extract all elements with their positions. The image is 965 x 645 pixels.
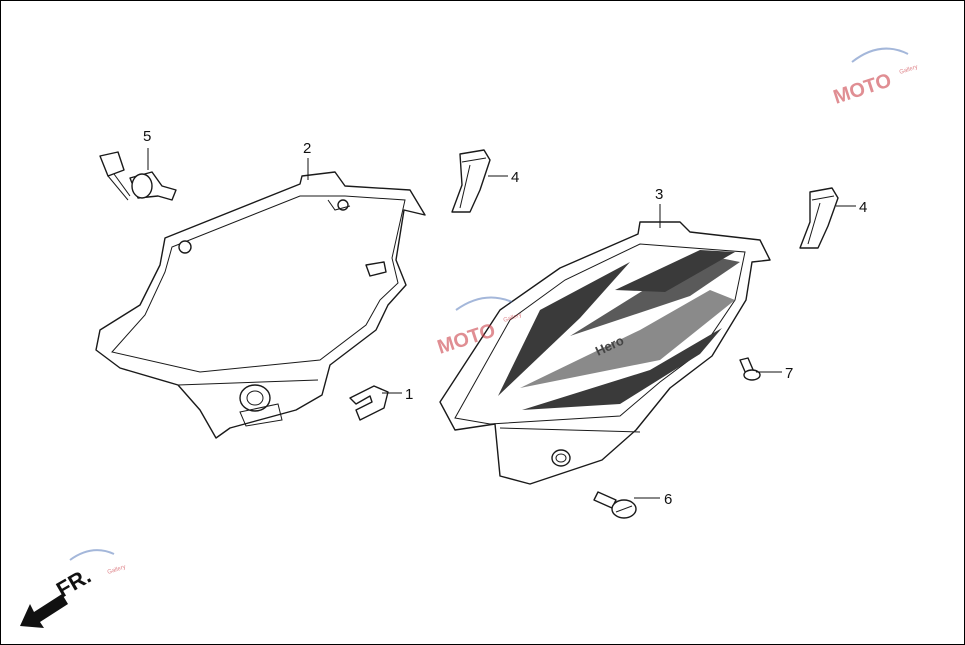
callout-3: 3 (655, 186, 663, 203)
grommet-left (451, 149, 491, 213)
svg-text:Gallery: Gallery (503, 312, 523, 324)
callout-6: 6 (664, 491, 672, 508)
svg-text:Gallery: Gallery (107, 564, 127, 576)
callout-1: 1 (405, 386, 413, 403)
arrow-down-left-icon (20, 594, 68, 628)
right-side-cover: Hero (439, 221, 771, 485)
watermark-bottom-left: Gallery (69, 549, 127, 576)
callout-4b: 4 (859, 199, 867, 216)
callout-4a: 4 (511, 169, 519, 186)
svg-text:MOTO: MOTO (831, 69, 895, 108)
grommet-right (799, 187, 839, 249)
left-side-cover (95, 171, 426, 439)
callout-5: 5 (143, 128, 151, 145)
bolt-7 (739, 357, 761, 381)
callout-7: 7 (785, 365, 793, 382)
screw-6 (593, 491, 637, 519)
clip (349, 385, 389, 421)
front-direction-indicator: FR. (20, 563, 95, 628)
svg-text:Gallery: Gallery (899, 64, 919, 76)
callout-2: 2 (303, 140, 311, 157)
watermark-top-right: MOTO Gallery (831, 47, 919, 109)
seat-lock-assembly (99, 151, 177, 201)
